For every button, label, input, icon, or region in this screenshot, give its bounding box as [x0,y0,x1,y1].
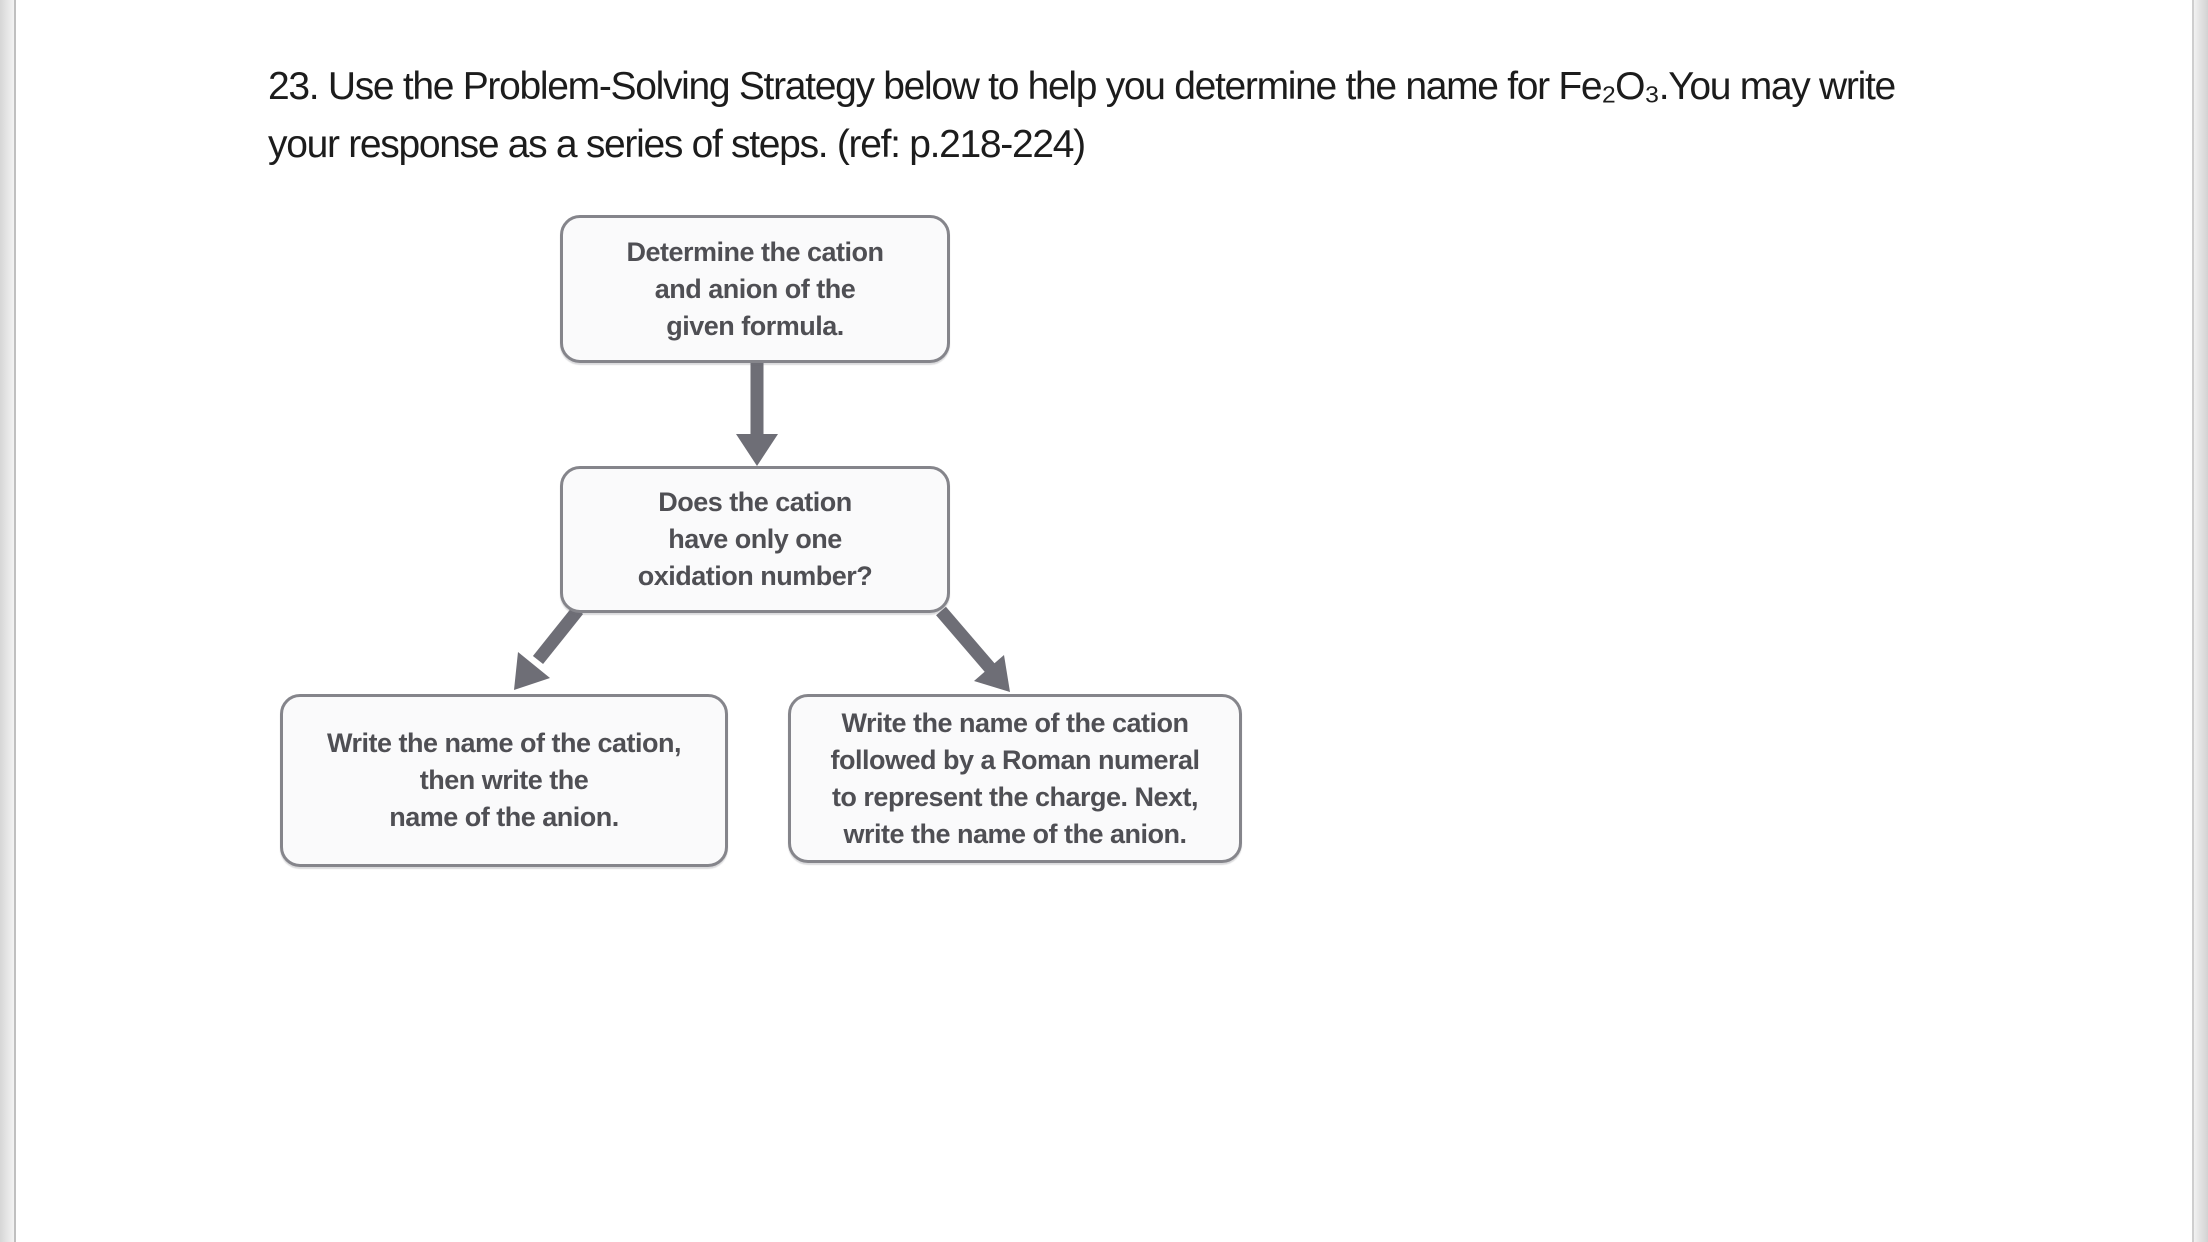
page-right-edge [2192,0,2208,1242]
flowchart-box-roman-numeral: Write the name of the cation followed by… [788,694,1242,863]
flowchart-arrow-left-branch [514,605,584,690]
flowchart-box-single-oxidation: Write the name of the cation, then write… [280,694,728,867]
flowchart-box-determine-ions-text: Determine the cation and anion of the gi… [626,236,884,341]
page-left-edge [0,0,16,1242]
flowchart-box-roman-numeral-text: Write the name of the cation followed by… [830,707,1200,849]
question-text: 23. Use the Problem-Solving Strategy bel… [268,65,1896,166]
flowchart-box-determine-ions: Determine the cation and anion of the gi… [560,215,950,363]
flowchart-box-oxidation-question-text: Does the cation have only one oxidation … [637,487,873,591]
flowchart-arrow-right-branch [936,606,1010,692]
flowchart-box-oxidation-question: Does the cation have only one oxidation … [560,466,950,613]
flowchart-arrow-down [736,362,778,466]
flowchart-box-single-oxidation-text: Write the name of the cation, then write… [326,728,682,832]
